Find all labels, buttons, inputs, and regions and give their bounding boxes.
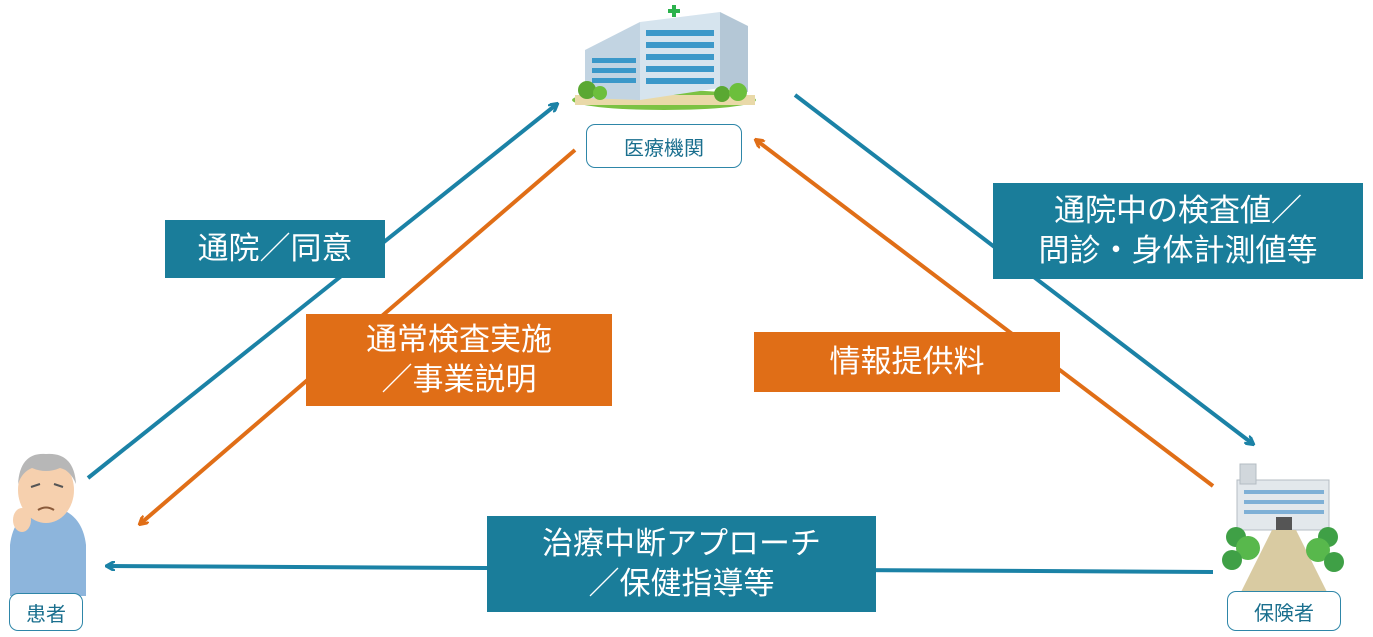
info-fee-box: 情報提供料 [754, 332, 1060, 392]
approach-guidance-box: 治療中断アプローチ ／保健指導等 [487, 516, 876, 612]
insurer-building-icon [1222, 463, 1344, 598]
visit-consent-text: 通院／同意 [197, 231, 353, 267]
arrow-insurer-to-medical [756, 140, 1215, 488]
medical-institution-text: 医療機関 [624, 135, 704, 160]
medical-institution-label: 医療機関 [586, 124, 742, 168]
exam-explanation-box: 通常検査実施 ／事業説明 [306, 314, 612, 406]
exam-values-line1: 通院中の検査値／ [1054, 193, 1302, 229]
patient-icon [10, 453, 86, 596]
exam-values-box: 通院中の検査値／ 問診・身体計測値等 [993, 183, 1363, 279]
exam-explanation-line2: ／事業説明 [381, 362, 537, 398]
info-fee-text: 情報提供料 [829, 344, 985, 380]
arrow-patient-to-medical [86, 104, 557, 480]
hospital-icon [572, 5, 756, 110]
patient-text: 患者 [26, 601, 66, 626]
exam-explanation-line1: 通常検査実施 [366, 322, 552, 358]
approach-guidance-line1: 治療中断アプローチ [542, 526, 821, 562]
exam-values-line2: 問診・身体計測値等 [1038, 233, 1318, 269]
insurer-text: 保険者 [1254, 600, 1314, 625]
visit-consent-box: 通院／同意 [165, 220, 385, 278]
patient-label: 患者 [9, 593, 83, 631]
insurer-label: 保険者 [1227, 591, 1341, 631]
approach-guidance-line2: ／保健指導等 [588, 566, 775, 602]
